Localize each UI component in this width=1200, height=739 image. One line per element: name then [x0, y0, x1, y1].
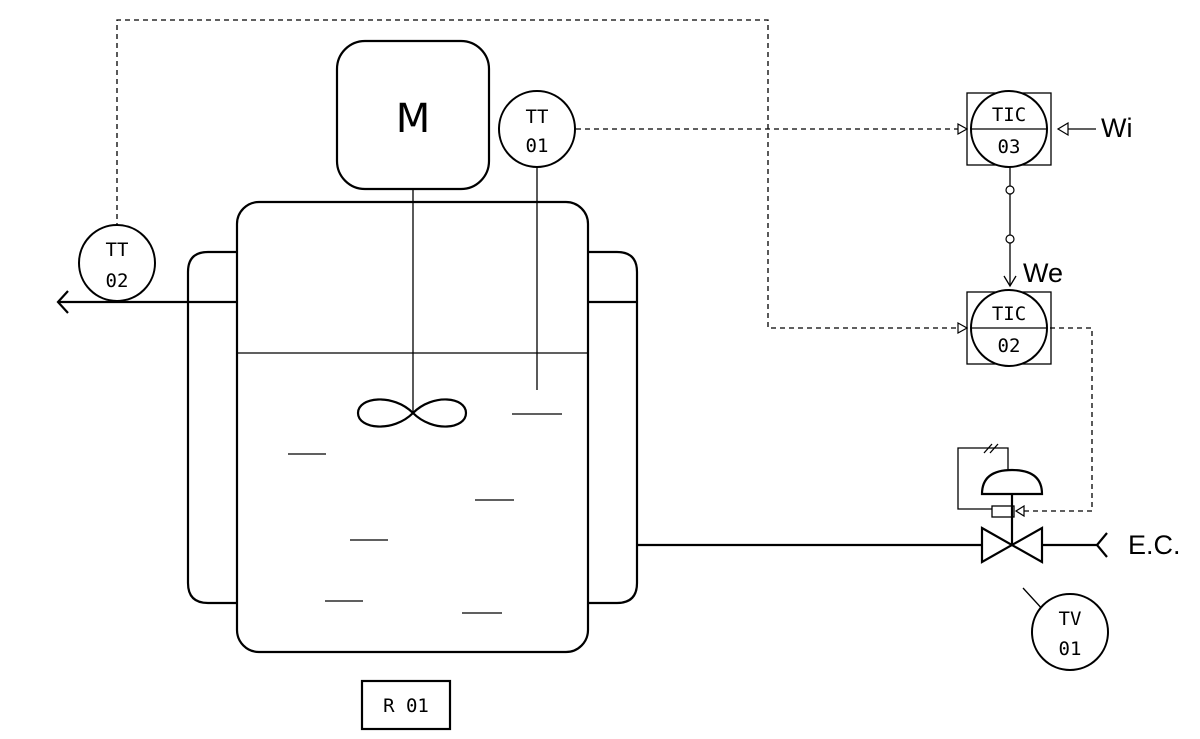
- outlet-arrow-icon: [56, 290, 69, 314]
- tt02-transmitter: TT 02: [78, 224, 156, 302]
- we-label: We: [1023, 258, 1063, 288]
- wi-arrow-icon: [1056, 121, 1069, 137]
- motor-label: M: [396, 96, 431, 142]
- tv01-line2: 01: [1059, 638, 1082, 660]
- tic03-controller: TIC 03: [966, 90, 1052, 168]
- tic02-output-line: [1024, 327, 1093, 512]
- link-node-1: [1005, 185, 1015, 195]
- reactor-jacket: [186, 250, 639, 605]
- tic03-line2: 03: [998, 136, 1021, 158]
- we-arrow-icon: [1003, 275, 1017, 288]
- tt01-line2: 01: [526, 135, 549, 157]
- reactor-tag: R 01: [360, 679, 452, 731]
- reactor-tag-label: R 01: [383, 695, 429, 717]
- wi-label: Wi: [1101, 113, 1132, 143]
- tt02-line1: TT: [106, 239, 129, 261]
- tic02-line1: TIC: [992, 303, 1026, 325]
- tic03-pv-arrow-icon: [957, 122, 969, 136]
- tt01-transmitter: TT 01: [498, 90, 576, 168]
- tt02-line2: 02: [106, 270, 129, 292]
- link-node-2: [1005, 234, 1015, 244]
- control-valve: [957, 443, 1044, 564]
- liquid-marks: [288, 413, 562, 614]
- tic02-line2: 02: [998, 335, 1021, 357]
- tic02-pv-arrow-icon: [957, 321, 969, 335]
- tt02-signal-line: [116, 19, 958, 329]
- impeller: [356, 398, 468, 428]
- tv01-valve-tag: TV 01: [1031, 593, 1109, 671]
- tt01-line1: TT: [526, 106, 549, 128]
- ec-inlet-arrow-icon: [1095, 532, 1108, 558]
- ec-label: E.C.: [1128, 530, 1181, 560]
- tic03-line1: TIC: [992, 104, 1026, 126]
- tv01-line1: TV: [1059, 608, 1082, 630]
- tic02-controller: TIC 02: [966, 289, 1052, 367]
- actuator-signal-arrow-icon: [1014, 504, 1025, 518]
